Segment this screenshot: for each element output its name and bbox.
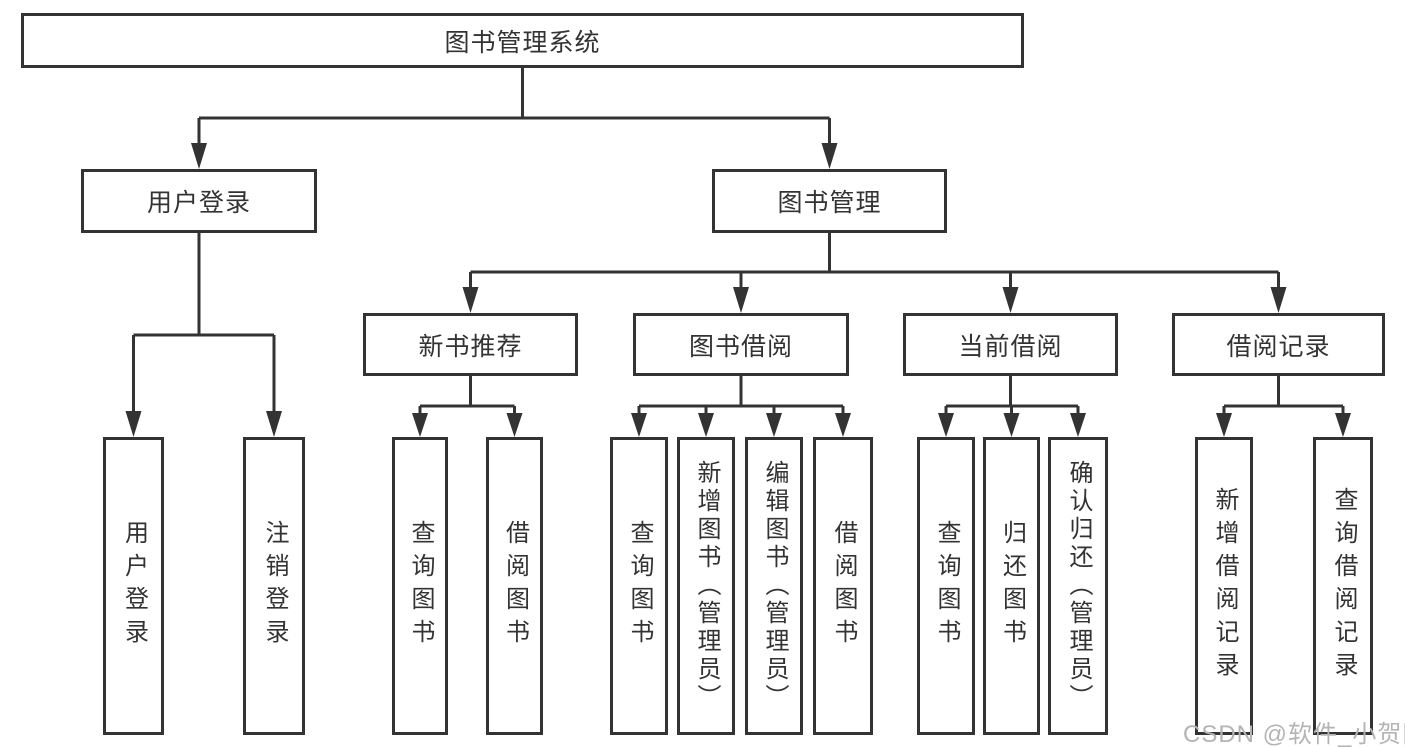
node-label: 查询借阅记录 <box>1330 487 1357 685</box>
node-new-book-recommend: 新书推荐 <box>363 313 578 376</box>
leaf-borrow-books-recommend: 借阅图书 <box>486 437 543 735</box>
node-label: 图书管理 <box>777 189 882 217</box>
leaf-query-borrow-record: 查询借阅记录 <box>1313 437 1373 735</box>
node-label: 当前借阅 <box>958 332 1063 361</box>
node-book-management-branch: 图书管理 <box>712 169 947 233</box>
node-label: 编辑图书（管理员） <box>761 460 788 712</box>
leaf-user-login: 用户登录 <box>103 437 164 735</box>
leaf-add-borrow-record: 新增借阅记录 <box>1195 437 1253 735</box>
node-label: 借阅记录 <box>1226 332 1331 361</box>
csdn-watermark: CSDN @软件_小贺同学 <box>1183 721 1405 747</box>
leaf-query-books-borrow: 查询图书 <box>610 437 668 735</box>
leaf-logout: 注销登录 <box>243 437 305 735</box>
node-current-borrowing: 当前借阅 <box>903 313 1118 376</box>
arrowheads <box>125 143 1351 437</box>
leaf-confirm-return-admin: 确认归还（管理员） <box>1048 437 1108 735</box>
node-label: 图书借阅 <box>688 332 793 361</box>
leaf-query-books-recommend: 查询图书 <box>392 437 448 735</box>
node-book-borrowing: 图书借阅 <box>633 313 849 376</box>
leaf-return-books: 归还图书 <box>983 437 1040 735</box>
node-label: 借阅图书 <box>501 520 529 652</box>
node-label: 新增图书（管理员） <box>693 460 720 712</box>
node-borrowing-records: 借阅记录 <box>1172 313 1385 376</box>
leaf-borrow-books: 借阅图书 <box>813 437 873 735</box>
leaf-query-books-current: 查询图书 <box>917 437 975 735</box>
node-label: 注销登录 <box>261 520 288 652</box>
node-label: 用户登录 <box>120 520 148 652</box>
node-label: 确认归还（管理员） <box>1065 460 1092 712</box>
node-user-login-branch: 用户登录 <box>81 169 317 233</box>
node-label: 归还图书 <box>998 520 1026 652</box>
node-label: 新书推荐 <box>418 332 523 361</box>
node-label: 用户登录 <box>146 189 251 217</box>
node-label: 借阅图书 <box>830 520 857 652</box>
node-label: 图书管理系统 <box>444 28 601 57</box>
leaf-edit-books-admin: 编辑图书（管理员） <box>745 437 803 735</box>
leaf-add-books-admin: 新增图书（管理员） <box>677 437 735 735</box>
node-library-management-system: 图书管理系统 <box>21 13 1024 68</box>
node-label: 查询图书 <box>407 520 434 652</box>
node-label: 查询图书 <box>933 520 960 652</box>
node-label: 查询图书 <box>626 520 653 652</box>
node-label: 新增借阅记录 <box>1211 487 1238 685</box>
